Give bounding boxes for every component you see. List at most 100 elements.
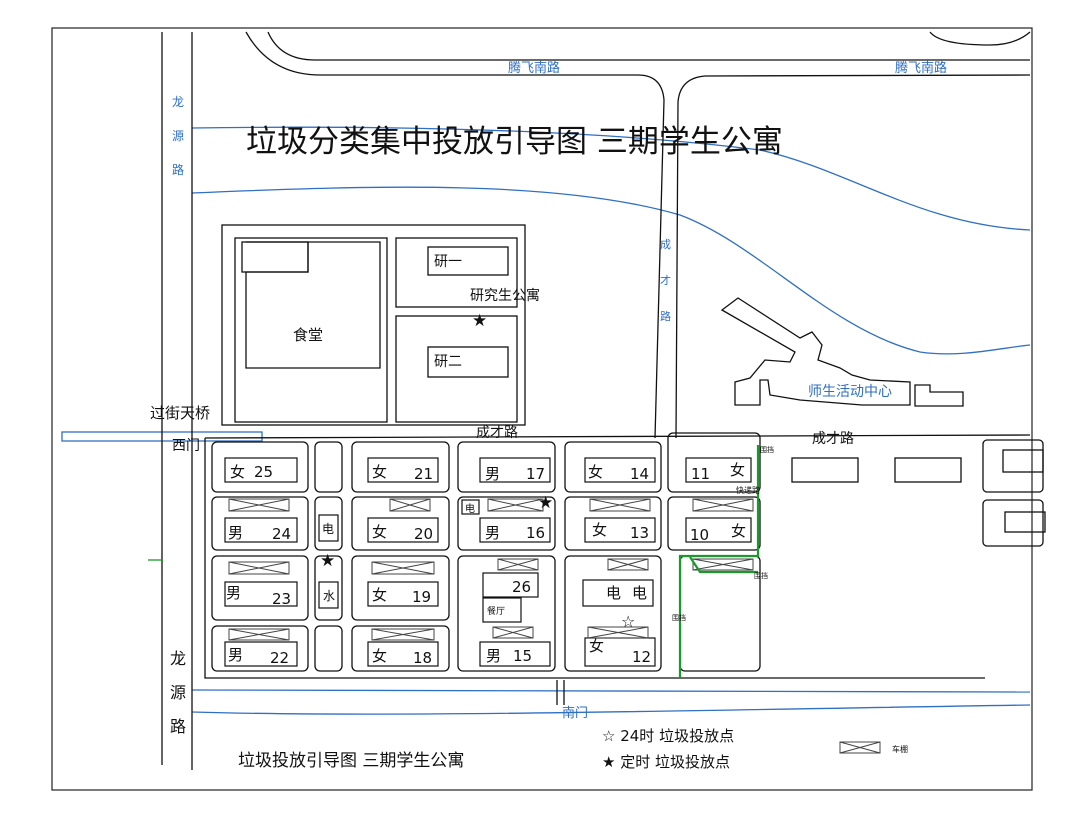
dorm-22-gender: 男 [228, 646, 243, 664]
lot-r2c4 [564, 496, 662, 551]
dorm-12-number: 12 [632, 648, 651, 666]
water-line-3 [191, 689, 1031, 693]
grad-one-label: 研一 [434, 254, 462, 270]
canteen-annex [241, 241, 309, 273]
legend-shed: 车棚 [892, 744, 908, 754]
drop-point-west: ★ [320, 551, 335, 571]
dorm-19-number: 19 [412, 588, 431, 606]
north-block-outline [221, 224, 526, 426]
grad-two-label: 研二 [434, 354, 462, 370]
overpass-label: 过街天桥 [150, 404, 210, 422]
legend-scheduled: ★ 定时 垃圾投放点 [602, 753, 730, 771]
dorm-10-gender: 女 [731, 522, 746, 540]
electric-room-1 [318, 514, 339, 542]
dorm-24-number: 24 [272, 525, 291, 543]
electric-label-1: 电 [322, 522, 334, 536]
north-block [221, 224, 526, 426]
activity-center-building [720, 297, 911, 406]
dorm-19-gender: 女 [372, 586, 387, 604]
lot-r1c2 [351, 441, 450, 493]
lot-r4c1 [211, 625, 309, 672]
dorm-17-gender: 男 [485, 465, 500, 483]
dorm-12-gender: 女 [589, 637, 604, 655]
lot-r3c1 [211, 555, 309, 621]
road-chengcai-2: 成才路 [812, 431, 854, 447]
dorm-11-number: 11 [691, 465, 710, 483]
road-tengfei-2: 腾飞南路 [895, 60, 947, 76]
road-chengcai-v3: 路 [660, 310, 671, 323]
dorm-18-number: 18 [413, 649, 432, 667]
legend-24h: ☆ 24时 垃圾投放点 [602, 727, 734, 745]
water-label: 水 [323, 589, 335, 603]
dorm-11 [685, 457, 752, 483]
road-longyuan-2b: 源 [170, 683, 186, 702]
shed-r4c3 [492, 626, 534, 639]
dorm-13-gender: 女 [592, 521, 607, 539]
shed-r2c3 [487, 498, 544, 512]
dorm-21-number: 21 [414, 465, 433, 483]
shed-r3c4 [607, 558, 649, 571]
grad-two-building [427, 346, 509, 378]
tengfei-road-inner [245, 31, 665, 439]
dorm-23 [224, 581, 298, 607]
canteen-building [245, 241, 381, 369]
east-bldg-3 [1002, 449, 1044, 473]
lot-r2c1 [211, 496, 309, 551]
dorm-15 [479, 641, 551, 667]
dorm-13 [584, 517, 656, 543]
dorm-20-gender: 女 [372, 523, 387, 541]
tengfei-road-outer [267, 31, 1030, 61]
dorm-13-number: 13 [630, 524, 649, 542]
dorm-22-number: 22 [270, 649, 289, 667]
dorm-lots [211, 432, 761, 672]
dorm-20 [367, 517, 439, 543]
roads [148, 31, 1031, 770]
dorm-11-gender: 女 [730, 461, 745, 479]
water-line-1 [191, 126, 1031, 231]
road-longyuan-1c: 路 [172, 162, 184, 177]
lot-r1c1 [211, 441, 309, 493]
dorm-26 [482, 572, 539, 598]
bike-sheds [228, 498, 881, 754]
lot-r4c2 [351, 625, 450, 672]
shed-legend [839, 741, 881, 754]
shed-r4c1 [228, 628, 290, 641]
drop-point-16: ★ [538, 493, 553, 513]
lot-r2-util [314, 496, 343, 551]
grad-two-lot [395, 315, 518, 423]
shed-r2c4 [589, 498, 651, 512]
activity-center-annex [914, 384, 964, 407]
fence-label-1: 围挡 [760, 445, 774, 454]
chengcai-road-east [675, 74, 1031, 439]
dorm-19 [367, 581, 439, 607]
fence-label-2: 围挡 [754, 571, 768, 580]
dorm-24-gender: 男 [228, 524, 243, 542]
dorm-buildings [224, 457, 752, 667]
campus-boundary [204, 438, 985, 679]
east-bldg-1 [791, 457, 859, 483]
road-longyuan-2c: 路 [170, 717, 186, 736]
shed-r2c1 [228, 498, 290, 512]
grad-one-lot [395, 237, 518, 308]
dorm-14-number: 14 [630, 465, 649, 483]
restaurant-building [482, 597, 522, 623]
dorm-16-gender: 男 [485, 524, 500, 542]
east-block-2 [982, 499, 1044, 547]
lot-r1c5 [667, 432, 761, 493]
road-longyuan-2a: 龙 [170, 649, 186, 668]
lot-r3c3 [457, 555, 556, 672]
lot-r4-util [314, 625, 343, 672]
lot-r2c2 [351, 496, 450, 551]
dorm-10-number: 10 [690, 526, 709, 544]
footer-title: 垃圾投放引导图 三期学生公寓 [238, 751, 464, 771]
lot-r3-util [314, 555, 343, 621]
shed-r2c5 [692, 498, 754, 512]
canteen-label: 食堂 [293, 326, 323, 344]
drop-point-24h: ☆ [621, 612, 635, 631]
east-buildings [791, 439, 1046, 547]
road-curve-ne [929, 31, 1031, 46]
express-road-label: 快递路 [736, 485, 760, 495]
dorm-14 [584, 457, 656, 483]
east-bldg-4 [1004, 511, 1046, 533]
